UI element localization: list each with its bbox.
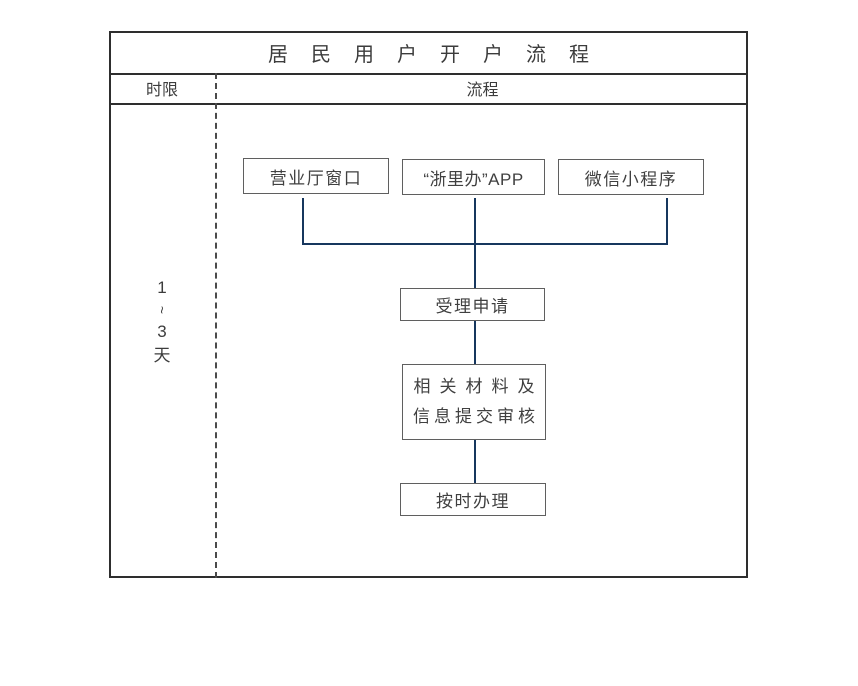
node-submit-materials-line1: 相关材料及 (413, 377, 544, 396)
header-process: 流程 (466, 82, 499, 99)
connector-horizontal-join (302, 243, 668, 245)
connector-accept-to-materials (474, 319, 476, 364)
column-dashed-divider (215, 73, 217, 578)
node-submit-materials-review: 相关材料及 信息提交审核 (402, 364, 546, 440)
time-limit-char: 3 (157, 322, 167, 341)
outer-frame (109, 31, 748, 578)
time-limit-char: 天 (153, 346, 171, 365)
node-accept-application: 受理申请 (400, 288, 545, 321)
connector-materials-to-handle (474, 438, 476, 483)
node-submit-materials-line2: 信息提交审核 (413, 407, 539, 426)
connector-vertical-left (302, 198, 304, 245)
header-time-limit: 时限 (145, 82, 178, 99)
title-divider-line (109, 73, 748, 75)
page-title: 居民用户开户流程 (109, 31, 748, 73)
time-limit-tilde: ~ (154, 305, 170, 315)
node-zheliban-app: “浙里办”APP (402, 159, 545, 195)
node-handle-on-time: 按时办理 (400, 483, 546, 516)
connector-vertical-right (666, 198, 668, 245)
time-limit-value: 1 ~ 3 天 (109, 276, 215, 368)
node-business-hall-window: 营业厅窗口 (243, 158, 389, 194)
time-limit-char: 1 (157, 278, 167, 297)
page-title-text: 居民用户开户流程 (268, 43, 612, 66)
header-divider-line (109, 103, 748, 105)
node-wechat-mini-program: 微信小程序 (558, 159, 704, 195)
